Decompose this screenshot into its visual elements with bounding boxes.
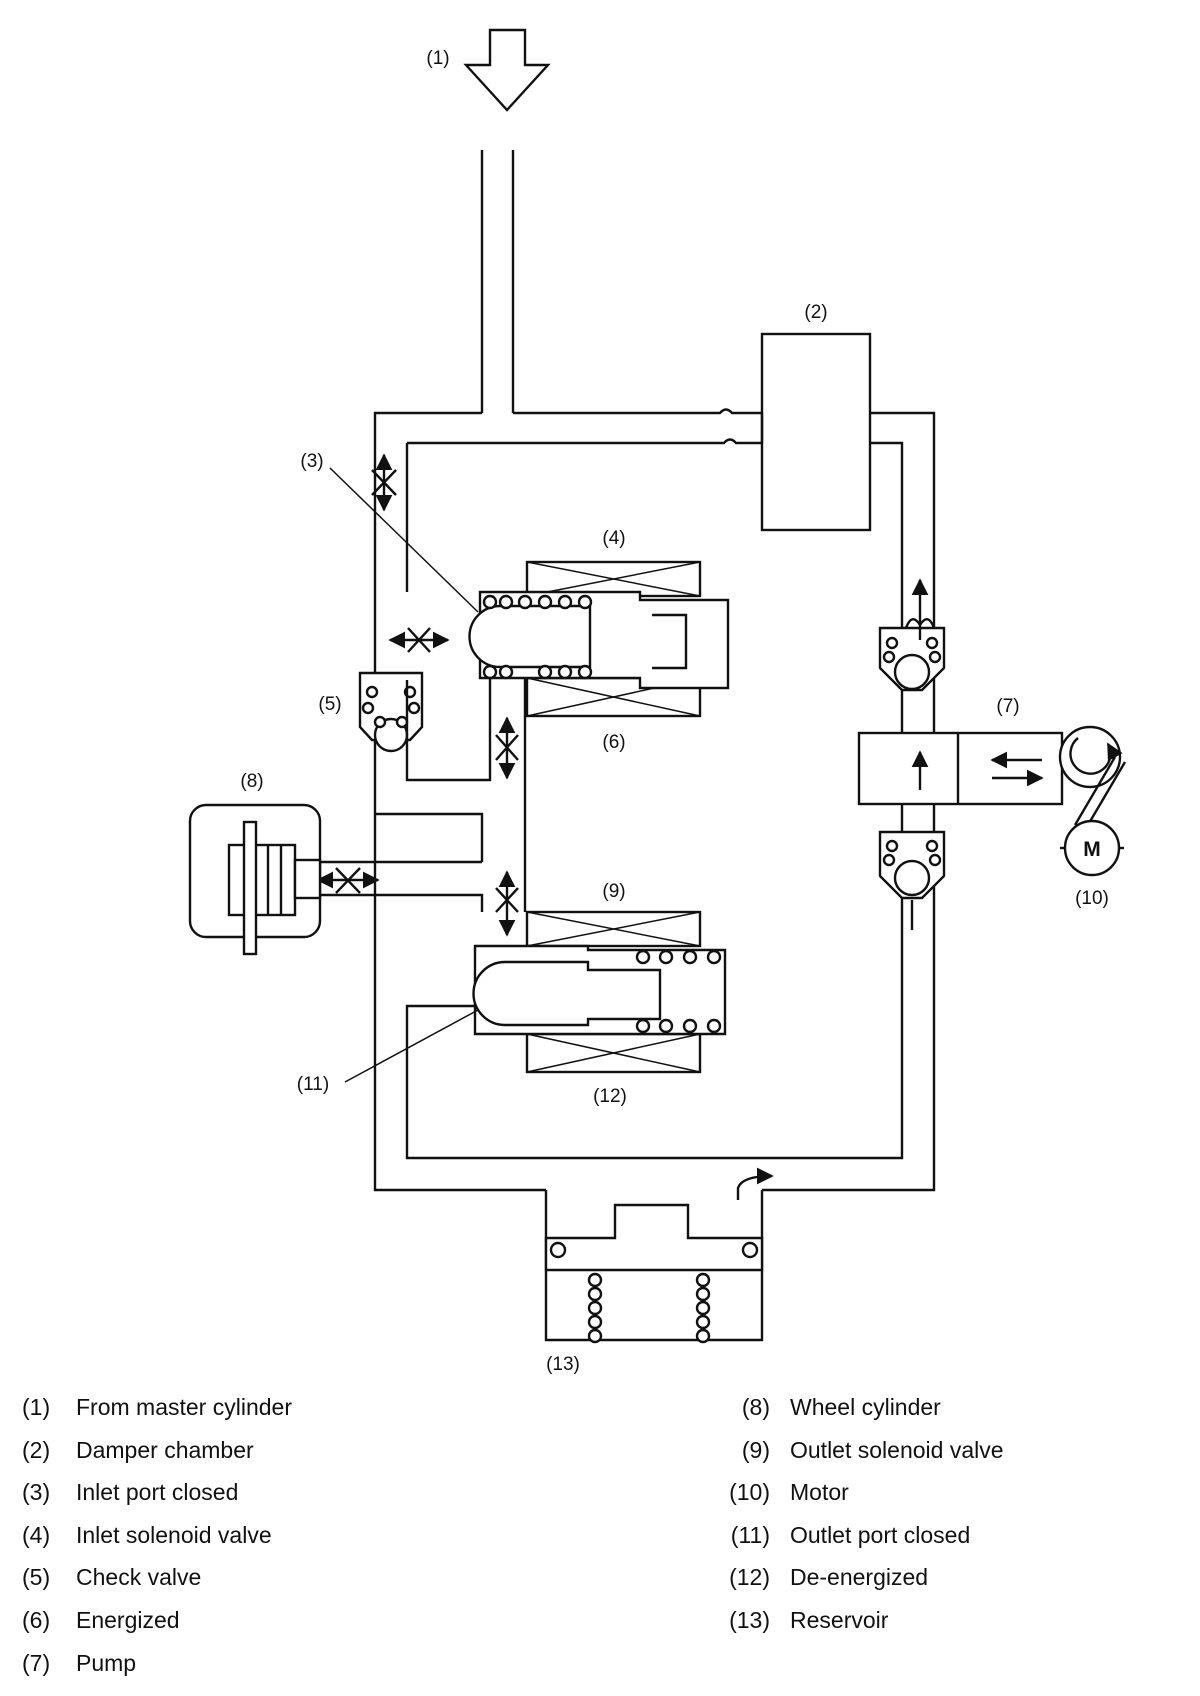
- legend-item: (10) Motor: [714, 1479, 1004, 1522]
- legend-number: (1): [22, 1394, 51, 1420]
- callout-11: (11): [297, 1074, 329, 1095]
- legend-item: (12) De-energized: [714, 1564, 1004, 1607]
- legend-item: (3) Inlet port closed: [22, 1479, 292, 1522]
- legend-item: (8) Wheel cylinder: [714, 1394, 1004, 1437]
- legend-item: (1) From master cylinder: [22, 1394, 292, 1437]
- legend-number: (7): [22, 1649, 51, 1676]
- legend-number: (5): [22, 1564, 51, 1591]
- legend-right: (8) Wheel cylinder (9) Outlet solenoid val…: [714, 1394, 1004, 1650]
- legend-label: Outlet solenoid valve: [790, 1436, 1004, 1463]
- legend-item: (4) Inlet solenoid valve: [22, 1522, 292, 1565]
- legend-number: (6): [22, 1606, 51, 1633]
- callout-9: (9): [602, 881, 625, 902]
- legend-label: Wheel cylinder: [790, 1394, 941, 1420]
- legend-number: (3): [22, 1479, 51, 1506]
- legend-item: (2) Damper chamber: [22, 1437, 292, 1480]
- legend-label: De-energized: [790, 1564, 929, 1591]
- callout-leaders: [329, 467, 479, 1083]
- legend-item: (13) Reservoir: [714, 1607, 1004, 1650]
- blocked-flow-markers: [316, 453, 519, 937]
- legend-item: (5) Check valve: [22, 1564, 292, 1607]
- legend-item: (6) Energized: [22, 1607, 292, 1650]
- check-valve: [358, 671, 492, 782]
- legend-label: Damper chamber: [76, 1436, 254, 1463]
- motor: M: [1058, 725, 1127, 877]
- legend-label: Energized: [76, 1606, 180, 1633]
- callout-2: (2): [804, 302, 827, 323]
- callout-13: (13): [546, 1354, 580, 1375]
- legend-label: From master cylinder: [76, 1394, 292, 1420]
- callout-8: (8): [240, 771, 263, 792]
- callout-12: (12): [593, 1086, 627, 1107]
- legend-number: (9): [741, 1436, 770, 1463]
- master-cylinder-inflow-arrow: [463, 28, 551, 112]
- callout-3: (3): [300, 451, 323, 472]
- legend-number: (2): [22, 1436, 51, 1463]
- abs-hydraulic-diagram: M (1) (2) (3) (4) (5) (6) (7) (8) (9) (1…: [188, 28, 1127, 1375]
- legend-label: Inlet port closed: [76, 1479, 239, 1506]
- pump: [857, 578, 1064, 930]
- legend-label: Motor: [790, 1479, 849, 1506]
- inlet-solenoid-valve: [468, 560, 730, 718]
- callout-10: (10): [1075, 888, 1109, 909]
- callout-6: (6): [602, 732, 625, 753]
- motor-letter: M: [1083, 838, 1101, 861]
- callout-labels: (1) (2) (3) (4) (5) (6) (7) (8) (9) (10)…: [240, 48, 1109, 1375]
- callout-1: (1): [426, 48, 449, 69]
- legend-item: (7) Pump: [22, 1650, 292, 1693]
- legend-number: (12): [729, 1564, 770, 1591]
- legend-label: Reservoir: [790, 1606, 889, 1633]
- legend-label: Check valve: [76, 1564, 202, 1591]
- legend-number: (8): [741, 1394, 770, 1420]
- legend-item: (9) Outlet solenoid valve: [714, 1437, 1004, 1480]
- legend-label: Outlet port closed: [790, 1521, 971, 1548]
- legend-label: Pump: [76, 1649, 137, 1676]
- callout-5: (5): [318, 694, 341, 715]
- outlet-solenoid-valve: [472, 910, 727, 1074]
- legend-item: (11) Outlet port closed: [714, 1522, 1004, 1565]
- legend-number: (13): [729, 1606, 770, 1633]
- legend-number: (11): [730, 1521, 770, 1548]
- legend-number: (10): [729, 1479, 770, 1506]
- reservoir: [544, 1167, 774, 1344]
- legend-label: Inlet solenoid valve: [76, 1521, 272, 1548]
- callout-7: (7): [996, 696, 1019, 717]
- legend-number: (4): [22, 1521, 51, 1548]
- wheel-cylinder: [188, 803, 322, 956]
- legend-left: (1) From master cylinder (2) Damper chambe…: [22, 1394, 292, 1692]
- callout-4: (4): [602, 528, 625, 549]
- damper-chamber: [760, 332, 872, 532]
